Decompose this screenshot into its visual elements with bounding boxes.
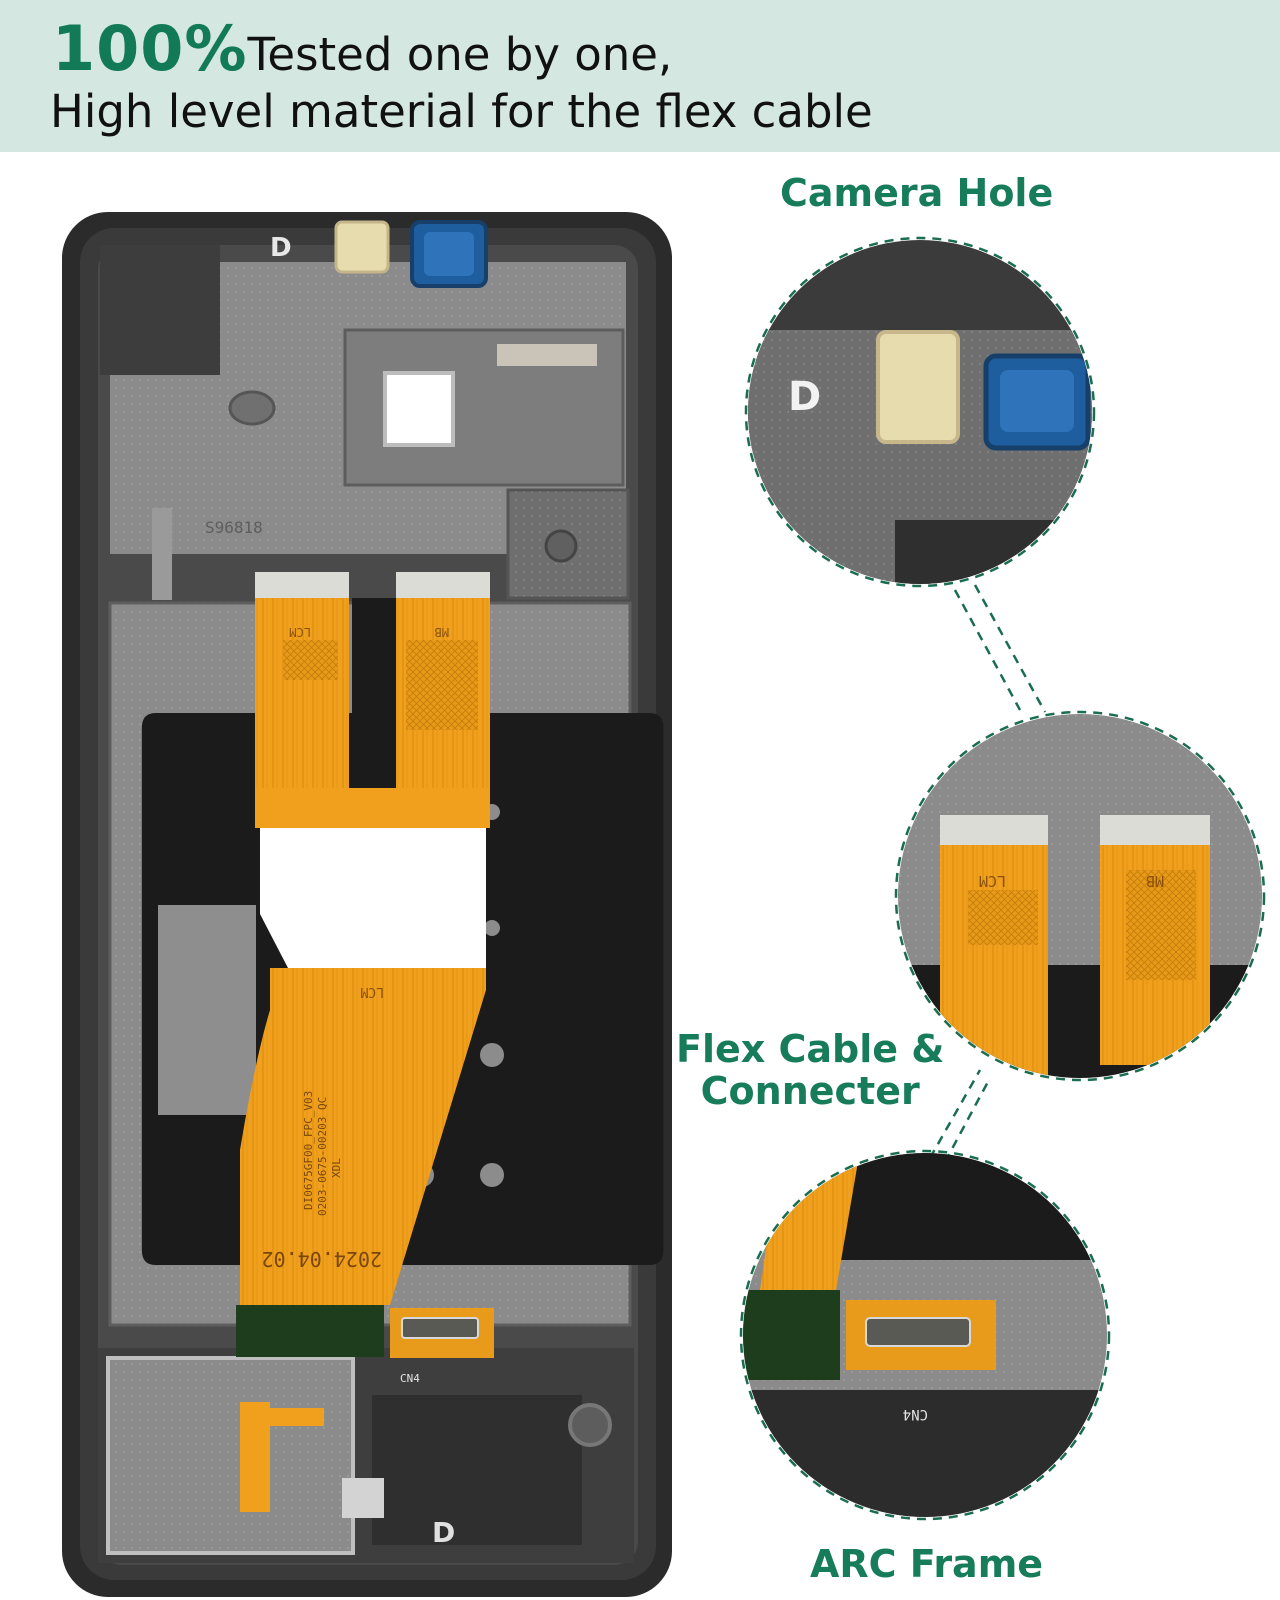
connector-label: CN4 bbox=[400, 1372, 420, 1385]
zoom-mb-mark: MB bbox=[1146, 872, 1164, 890]
flex-code: XDL bbox=[330, 1158, 343, 1178]
headline-line-2: High level material for the flex cable bbox=[50, 85, 873, 138]
headline-line-1-text: Tested one by one, bbox=[247, 28, 673, 81]
callout-label-arc-frame: ARC Frame bbox=[810, 1542, 1044, 1586]
callout-label-camera-hole: Camera Hole bbox=[780, 171, 1054, 215]
svg-text:D: D bbox=[270, 233, 292, 263]
zoom-lcm-mark: LCM bbox=[979, 872, 1006, 890]
zoom-connector-label: CN4 bbox=[903, 1406, 928, 1422]
headline-accent: 100% bbox=[52, 12, 248, 85]
frame-code-text: S96818 bbox=[205, 518, 263, 537]
callout-lines bbox=[739, 236, 1266, 1521]
callout-label-flex-line-1: Flex Cable & bbox=[676, 1027, 945, 1071]
callout-label-flex-cable: Flex Cable & Connecter bbox=[676, 1028, 944, 1112]
svg-text:D: D bbox=[788, 374, 821, 420]
flex-part-number: DI0675GF00_FPC_V03 bbox=[302, 1091, 315, 1210]
callout-flex-cable: LCM MB bbox=[898, 714, 1262, 1078]
flex-lcm-mark: LCM bbox=[360, 984, 384, 999]
flex-cable: LCM LCM MB DI0675GF00_FPC_V03 0203-0675-… bbox=[236, 572, 494, 1512]
svg-text:D: D bbox=[432, 1516, 455, 1549]
flex-date: 2024.04.02 bbox=[262, 1247, 382, 1271]
headline-line-1: 100%Tested one by one, bbox=[52, 14, 672, 90]
callout-arc-frame: CN4 bbox=[743, 1153, 1107, 1517]
header-banner: 100%Tested one by one, High level materi… bbox=[0, 0, 1280, 152]
callout-camera-hole: D bbox=[748, 240, 1092, 584]
callout-label-flex-line-2: Connecter bbox=[700, 1069, 920, 1113]
flex-mb-mark: MB bbox=[435, 625, 449, 639]
flex-lcm-mark-top: LCM bbox=[289, 625, 311, 639]
flex-batch: 0203-0675-00203 QC bbox=[316, 1097, 329, 1216]
